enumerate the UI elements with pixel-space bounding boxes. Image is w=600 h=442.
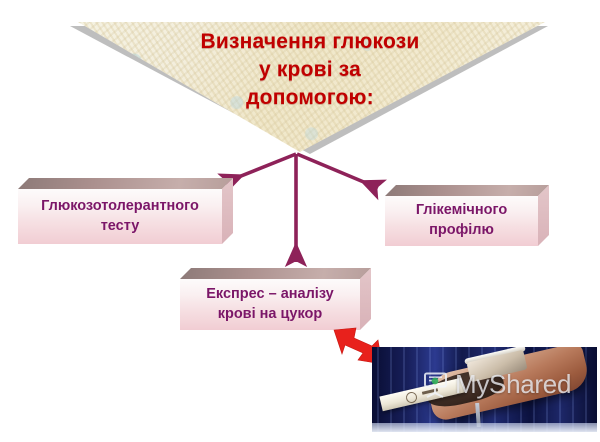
box-label: Експрес – аналізу крові на цукор	[206, 285, 334, 322]
box-label: Глікемічного профілю	[415, 202, 508, 238]
box-side-bevel	[538, 185, 549, 246]
box-label: Глюкозотолерантного тесту	[41, 197, 199, 234]
box-top-bevel	[385, 185, 549, 196]
box-side-bevel	[222, 178, 233, 244]
box-glucose-tolerance-test[interactable]: Глюкозотолерантного тесту	[18, 178, 233, 244]
box-side-bevel	[360, 268, 371, 330]
box-face: Експрес – аналізу крові на цукор	[180, 279, 360, 330]
title-banner: Визначення глюкози у крові за допомогою:	[0, 0, 600, 160]
box-face: Глюкозотолерантного тесту	[18, 189, 222, 244]
photo-floor	[372, 423, 597, 432]
box-express-blood-sugar-analysis[interactable]: Експрес – аналізу крові на цукор	[180, 268, 371, 330]
box-top-bevel	[180, 268, 371, 279]
page-title: Визначення глюкози у крові за допомогою:	[200, 30, 420, 109]
box-top-bevel	[18, 178, 233, 189]
glucometer-photo: MyShared	[372, 347, 597, 432]
box-glycemic-profile[interactable]: Глікемічного профілю	[385, 185, 549, 246]
box-face: Глікемічного профілю	[385, 196, 538, 246]
